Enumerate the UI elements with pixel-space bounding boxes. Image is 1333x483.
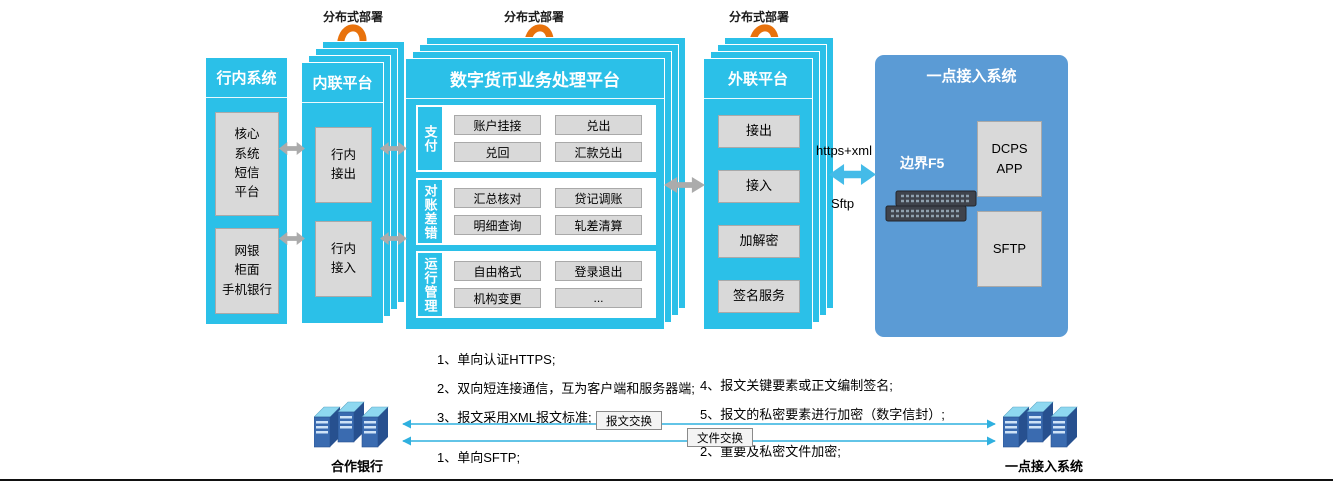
arrow-bank-inner-top bbox=[279, 142, 305, 155]
partner-bank-label: 合作银行 bbox=[331, 459, 384, 474]
deployment-label-3: 分布式部署 bbox=[729, 10, 790, 24]
dc-function-button: 汇总核对 bbox=[454, 188, 541, 208]
channel-system-box: 网银 柜面 手机银行 bbox=[215, 228, 279, 314]
dc-function-button: 自由格式 bbox=[454, 261, 541, 281]
dc-row-payment-label: 支付 bbox=[418, 107, 442, 170]
dc-function-button: 账户挂接 bbox=[454, 115, 541, 135]
dc-row-reconciliation: 对账差错 汇总核对 贷记调账 明细查询 轧差清算 bbox=[416, 178, 656, 245]
file-note-left: 1、单向SFTP; bbox=[437, 450, 521, 465]
note-line: 2、双向短连接通信，互为客户端和服务器端; bbox=[437, 381, 695, 396]
dc-function-button: 登录退出 bbox=[555, 261, 642, 281]
dc-platform-title: 数字货币业务处理平台 bbox=[406, 59, 664, 99]
dc-row-payment-grid: 账户挂接 兑出 兑回 汇款兑出 bbox=[442, 107, 654, 170]
outer-item-out: 接出 bbox=[718, 115, 800, 148]
inner-platform-title: 内联平台 bbox=[302, 63, 383, 103]
file-note-right: 2、重要及私密文件加密; bbox=[700, 444, 841, 459]
dc-function-button: 机构变更 bbox=[454, 288, 541, 308]
arrow-inner-dc-bottom bbox=[380, 232, 407, 245]
access-system-endpoint-label: 一点接入系统 bbox=[1005, 459, 1084, 474]
note-line: 4、报文关键要素或正文编制签名; bbox=[700, 378, 893, 393]
dc-row-reconciliation-label: 对账差错 bbox=[418, 180, 442, 243]
dc-function-button: 贷记调账 bbox=[555, 188, 642, 208]
access-system-title: 一点接入系统 bbox=[926, 67, 1017, 85]
outer-platform-title: 外联平台 bbox=[704, 59, 812, 99]
arrow-outer-access bbox=[829, 164, 876, 185]
inner-in-box: 行内 接入 bbox=[315, 221, 372, 297]
core-system-box: 核心 系统 短信 平台 bbox=[215, 112, 279, 216]
note-line: 1、单向认证HTTPS; bbox=[437, 352, 556, 367]
clamp-icon bbox=[337, 24, 367, 46]
outer-item-in: 接入 bbox=[718, 170, 800, 203]
dc-row-operations-grid: 自由格式 登录退出 机构变更 ... bbox=[442, 253, 654, 316]
security-notes: 4、报文关键要素或正文编制签名; 5、报文的私密要素进行加密（数字信封）; bbox=[700, 375, 945, 433]
sftp-box: SFTP bbox=[977, 211, 1042, 287]
message-notes: 1、单向认证HTTPS; 2、双向短连接通信，互为客户端和服务器端; 3、报文采… bbox=[437, 349, 695, 436]
file-exchange-badge: 文件交换 bbox=[687, 428, 753, 447]
bank-system-title: 行内系统 bbox=[206, 58, 287, 98]
bank-system-panel: 行内系统 核心 系统 短信 平台 网银 柜面 手机银行 bbox=[205, 57, 288, 325]
access-system-panel: 一点接入系统 边界F5 DCPS APP SFTP bbox=[875, 55, 1068, 337]
network-switch-icon bbox=[885, 190, 977, 222]
dc-row-payment: 支付 账户挂接 兑出 兑回 汇款兑出 bbox=[416, 105, 656, 172]
dc-row-operations-label: 运行管理 bbox=[418, 253, 442, 316]
inner-out-box: 行内 接出 bbox=[315, 127, 372, 203]
dc-row-operations: 运行管理 自由格式 登录退出 机构变更 ... bbox=[416, 251, 656, 318]
outer-platform-panel: 外联平台 接出 接入 加解密 签名服务 bbox=[703, 58, 813, 330]
arrow-dc-outer bbox=[664, 177, 705, 193]
dc-function-button: 汇款兑出 bbox=[555, 142, 642, 162]
access-system-servers-icon bbox=[1003, 401, 1078, 448]
outer-item-signature: 签名服务 bbox=[718, 280, 800, 313]
deployment-label-2: 分布式部署 bbox=[504, 10, 565, 24]
deployment-label-1: 分布式部署 bbox=[323, 10, 384, 24]
dc-function-button: ... bbox=[555, 288, 642, 308]
dc-function-button: 兑出 bbox=[555, 115, 642, 135]
message-exchange-badge: 报文交换 bbox=[596, 411, 662, 430]
protocol-label: https+xml bbox=[816, 143, 872, 158]
dc-function-button: 轧差清算 bbox=[555, 215, 642, 235]
arrow-bank-inner-bottom bbox=[279, 232, 305, 245]
dc-function-button: 兑回 bbox=[454, 142, 541, 162]
inner-platform-panel: 内联平台 行内 接出 行内 接入 bbox=[301, 62, 384, 324]
arrow-inner-dc-top bbox=[380, 142, 407, 155]
border-f5-label: 边界F5 bbox=[900, 155, 945, 171]
dc-function-button: 明细查询 bbox=[454, 215, 541, 235]
dc-row-reconciliation-grid: 汇总核对 贷记调账 明细查询 轧差清算 bbox=[442, 180, 654, 243]
outer-item-crypto: 加解密 bbox=[718, 225, 800, 258]
dcps-app-box: DCPS APP bbox=[977, 121, 1042, 197]
slide-bottom-rule bbox=[0, 479, 1333, 481]
partner-bank-servers-icon bbox=[314, 401, 389, 448]
sftp-link-label: Sftp bbox=[831, 196, 855, 211]
dc-platform-panel: 数字货币业务处理平台 支付 账户挂接 兑出 兑回 汇款兑出 对账差错 汇总核对 … bbox=[405, 58, 665, 330]
note-line: 5、报文的私密要素进行加密（数字信封）; bbox=[700, 407, 945, 422]
